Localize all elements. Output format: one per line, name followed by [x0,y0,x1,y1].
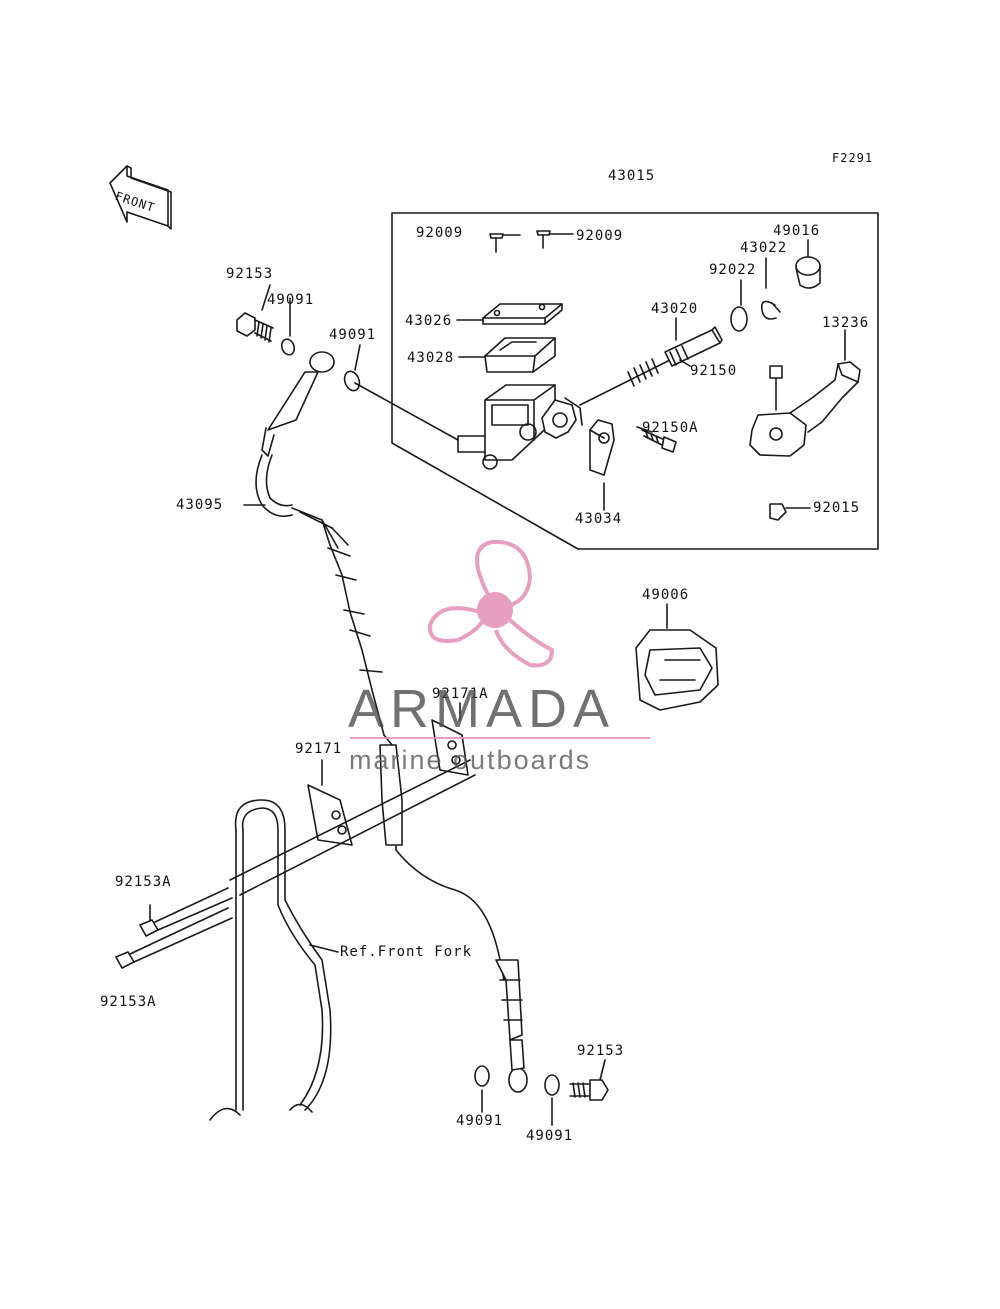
screw-92009-right [536,230,551,249]
label-92009-a: 92009 [416,225,464,241]
washer-bottom-b [544,1074,560,1096]
screw-92009-left [489,233,504,253]
watermark-brand: ARMADA [348,679,616,739]
circlip-43022 [760,300,781,320]
label-49091-bottom-b: 49091 [526,1128,574,1144]
label-92171A: 92171A [432,686,489,702]
label-49016: 49016 [773,223,821,239]
label-43022: 43022 [740,240,788,256]
watermark-tagline: marine outboards [349,745,592,775]
label-92009-b: 92009 [576,228,624,244]
boot-49016 [795,256,821,289]
label-92150A: 92150A [642,420,699,436]
label-49091-bottom-a: 49091 [456,1113,504,1129]
label-43034: 43034 [575,511,623,527]
piston-assembly [627,326,723,387]
washer-bottom-a [474,1065,490,1087]
label-92022: 92022 [709,262,757,278]
label-43020: 43020 [651,301,699,317]
nut-92015 [769,503,787,521]
banjo-bolt-top [236,312,274,343]
bracket-92171A [431,719,469,776]
assembly-outline [391,212,879,550]
bolt-92153A-upper [139,887,233,937]
label-49091-top-a: 49091 [267,292,315,308]
reference-label: Ref.Front Fork [340,944,473,960]
label-43028: 43028 [407,350,455,366]
label-92153-bottom: 92153 [577,1043,625,1059]
label-49006: 49006 [642,587,690,603]
brake-lever [749,361,861,457]
washer-top-a [280,338,296,356]
figure-code: F2291 [832,151,874,165]
label-49091-top-b: 49091 [329,327,377,343]
label-92015: 92015 [813,500,861,516]
label-43026: 43026 [405,313,453,329]
armada-logo-icon [427,539,555,668]
bolt-92150A [641,429,677,453]
label-92150: 92150 [690,363,738,379]
reservoir-cap [482,303,563,325]
reservoir-diaphragm [484,337,556,373]
washer-92022 [730,306,748,332]
housing-49006 [635,629,719,711]
label-92153A-b: 92153A [100,994,157,1010]
bracket-92171 [307,784,353,846]
washer-top-b [343,370,361,392]
master-cylinder-body [457,384,583,470]
assembly-number: 43015 [608,168,656,184]
clamp-43034 [589,419,615,476]
label-43095: 43095 [176,497,224,513]
label-92153-top: 92153 [226,266,274,282]
label-92153A-a: 92153A [115,874,172,890]
front-fork-outline [209,799,332,1121]
front-arrow-icon [109,165,172,230]
label-13236: 13236 [822,315,870,331]
banjo-bolt-bottom [569,1079,609,1101]
brake-hose [255,351,528,1093]
label-92171: 92171 [295,741,343,757]
bolt-92153A-lower [115,907,233,969]
